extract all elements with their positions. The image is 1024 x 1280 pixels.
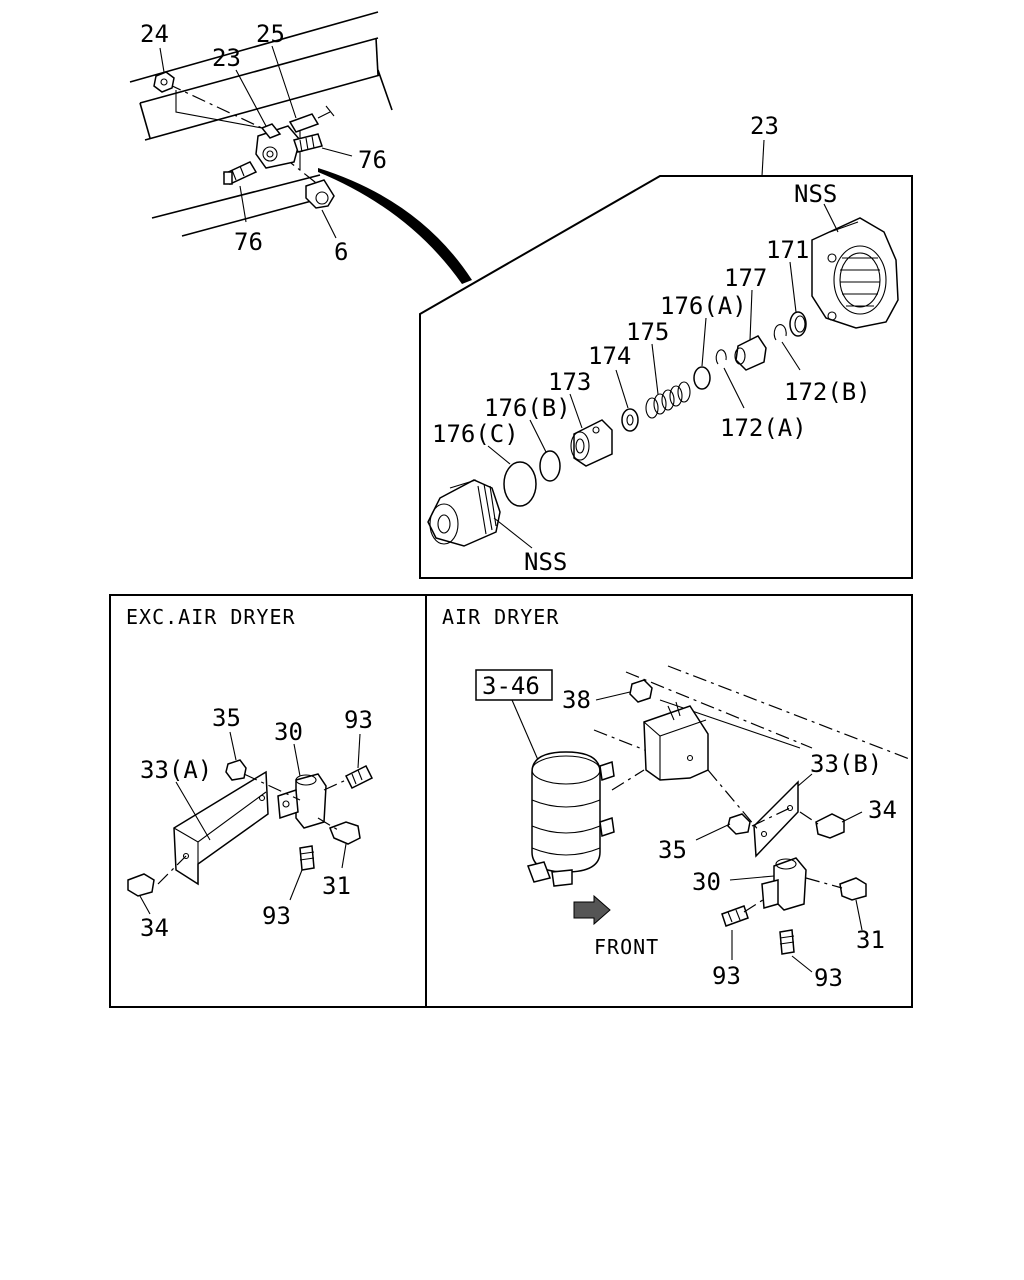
callout-76-left: 76 xyxy=(234,228,263,256)
air-dryer-tank xyxy=(527,751,615,887)
dryer-callout-35: 35 xyxy=(658,836,687,864)
dryer-callout-31: 31 xyxy=(856,926,885,954)
exc-air-dryer-panel: EXC.AIR DRYER xyxy=(126,605,374,942)
exc-callout-33a: 33(A) xyxy=(140,756,212,784)
front-arrow xyxy=(573,894,611,926)
bolt-34 xyxy=(127,873,155,897)
fitting-76-left xyxy=(222,161,258,185)
dryer-mount-bracket xyxy=(643,701,709,781)
part-176c xyxy=(503,461,537,507)
callout-172b: 172(B) xyxy=(784,378,871,406)
valve-housing xyxy=(811,217,899,329)
exc-callout-93-bottom: 93 xyxy=(262,902,291,930)
ref-box xyxy=(475,669,553,701)
fitting-76-right xyxy=(293,133,323,153)
dryer-fitting-93-left xyxy=(721,905,749,927)
bracket-33b xyxy=(753,780,799,858)
bolt-6 xyxy=(305,179,335,209)
dryer-callout-38: 38 xyxy=(562,686,591,714)
nut-24 xyxy=(153,71,175,93)
part-177 xyxy=(734,335,767,371)
callout-172a: 172(A) xyxy=(720,414,807,442)
dryer-valve-30 xyxy=(761,857,807,911)
bracket-33a xyxy=(173,770,269,886)
exc-callout-35: 35 xyxy=(212,704,241,732)
top-assembly-view: 24 23 25 76 76 6 xyxy=(129,11,472,284)
part-175-spring xyxy=(645,381,691,419)
valve-plug xyxy=(427,479,501,547)
valve-30 xyxy=(277,773,327,829)
dryer-callout-93-left: 93 xyxy=(712,962,741,990)
callout-nss-bottom: NSS xyxy=(524,548,567,576)
nut-38 xyxy=(629,679,653,703)
dryer-nut-35 xyxy=(727,813,751,835)
detail-frame xyxy=(419,175,913,579)
callout-173: 173 xyxy=(548,368,591,396)
dryer-callout-34: 34 xyxy=(868,796,897,824)
exc-callout-34: 34 xyxy=(140,914,169,942)
frame-rail xyxy=(129,11,393,237)
detail-callout-arrow xyxy=(318,168,472,284)
bolt-31 xyxy=(329,821,361,845)
air-dryer-panel: AIR DRYER 3-46 xyxy=(442,605,913,992)
callout-25: 25 xyxy=(256,20,285,48)
dryer-panel-title: AIR DRYER xyxy=(442,605,559,629)
callout-177: 177 xyxy=(724,264,767,292)
fitting-93-right xyxy=(344,764,374,790)
callout-176c: 176(C) xyxy=(432,420,519,448)
fitting-93-bottom xyxy=(299,845,315,871)
callout-24: 24 xyxy=(140,20,169,48)
dryer-callout-33b: 33(B) xyxy=(810,750,882,778)
dryer-fitting-93-right xyxy=(779,929,795,955)
dryer-callout-30: 30 xyxy=(692,868,721,896)
part-176a xyxy=(693,366,711,390)
part-172b xyxy=(773,324,787,341)
exc-callout-30: 30 xyxy=(274,718,303,746)
part-173 xyxy=(570,419,613,467)
exc-callout-93-top: 93 xyxy=(344,706,373,734)
nut-35 xyxy=(225,759,247,781)
callout-174: 174 xyxy=(588,342,631,370)
callout-nss-top: NSS xyxy=(794,180,837,208)
lower-panels-frame xyxy=(109,594,913,1008)
dryer-bolt-31 xyxy=(839,877,867,901)
dryer-bolt-34 xyxy=(815,813,845,839)
dryer-callout-93-right: 93 xyxy=(814,964,843,992)
callout-6: 6 xyxy=(334,238,348,266)
callout-76-right: 76 xyxy=(358,146,387,174)
callout-175: 175 xyxy=(626,318,669,346)
part-171 xyxy=(789,311,807,337)
part-176b xyxy=(539,450,561,482)
exc-panel-title: EXC.AIR DRYER xyxy=(126,605,296,629)
detail-view: 23 xyxy=(419,112,913,579)
callout-176a: 176(A) xyxy=(660,292,747,320)
callout-171: 171 xyxy=(766,236,809,264)
detail-ref-23: 23 xyxy=(750,112,779,140)
valve-body-23 xyxy=(255,123,301,169)
part-172a xyxy=(715,349,727,365)
fitting-25 xyxy=(288,105,335,133)
ref-box-label: 3-46 xyxy=(482,672,540,700)
front-label: FRONT xyxy=(594,935,659,959)
callout-23: 23 xyxy=(212,44,241,72)
part-174 xyxy=(621,408,639,432)
exc-callout-31: 31 xyxy=(322,872,351,900)
callout-176b: 176(B) xyxy=(484,394,571,422)
